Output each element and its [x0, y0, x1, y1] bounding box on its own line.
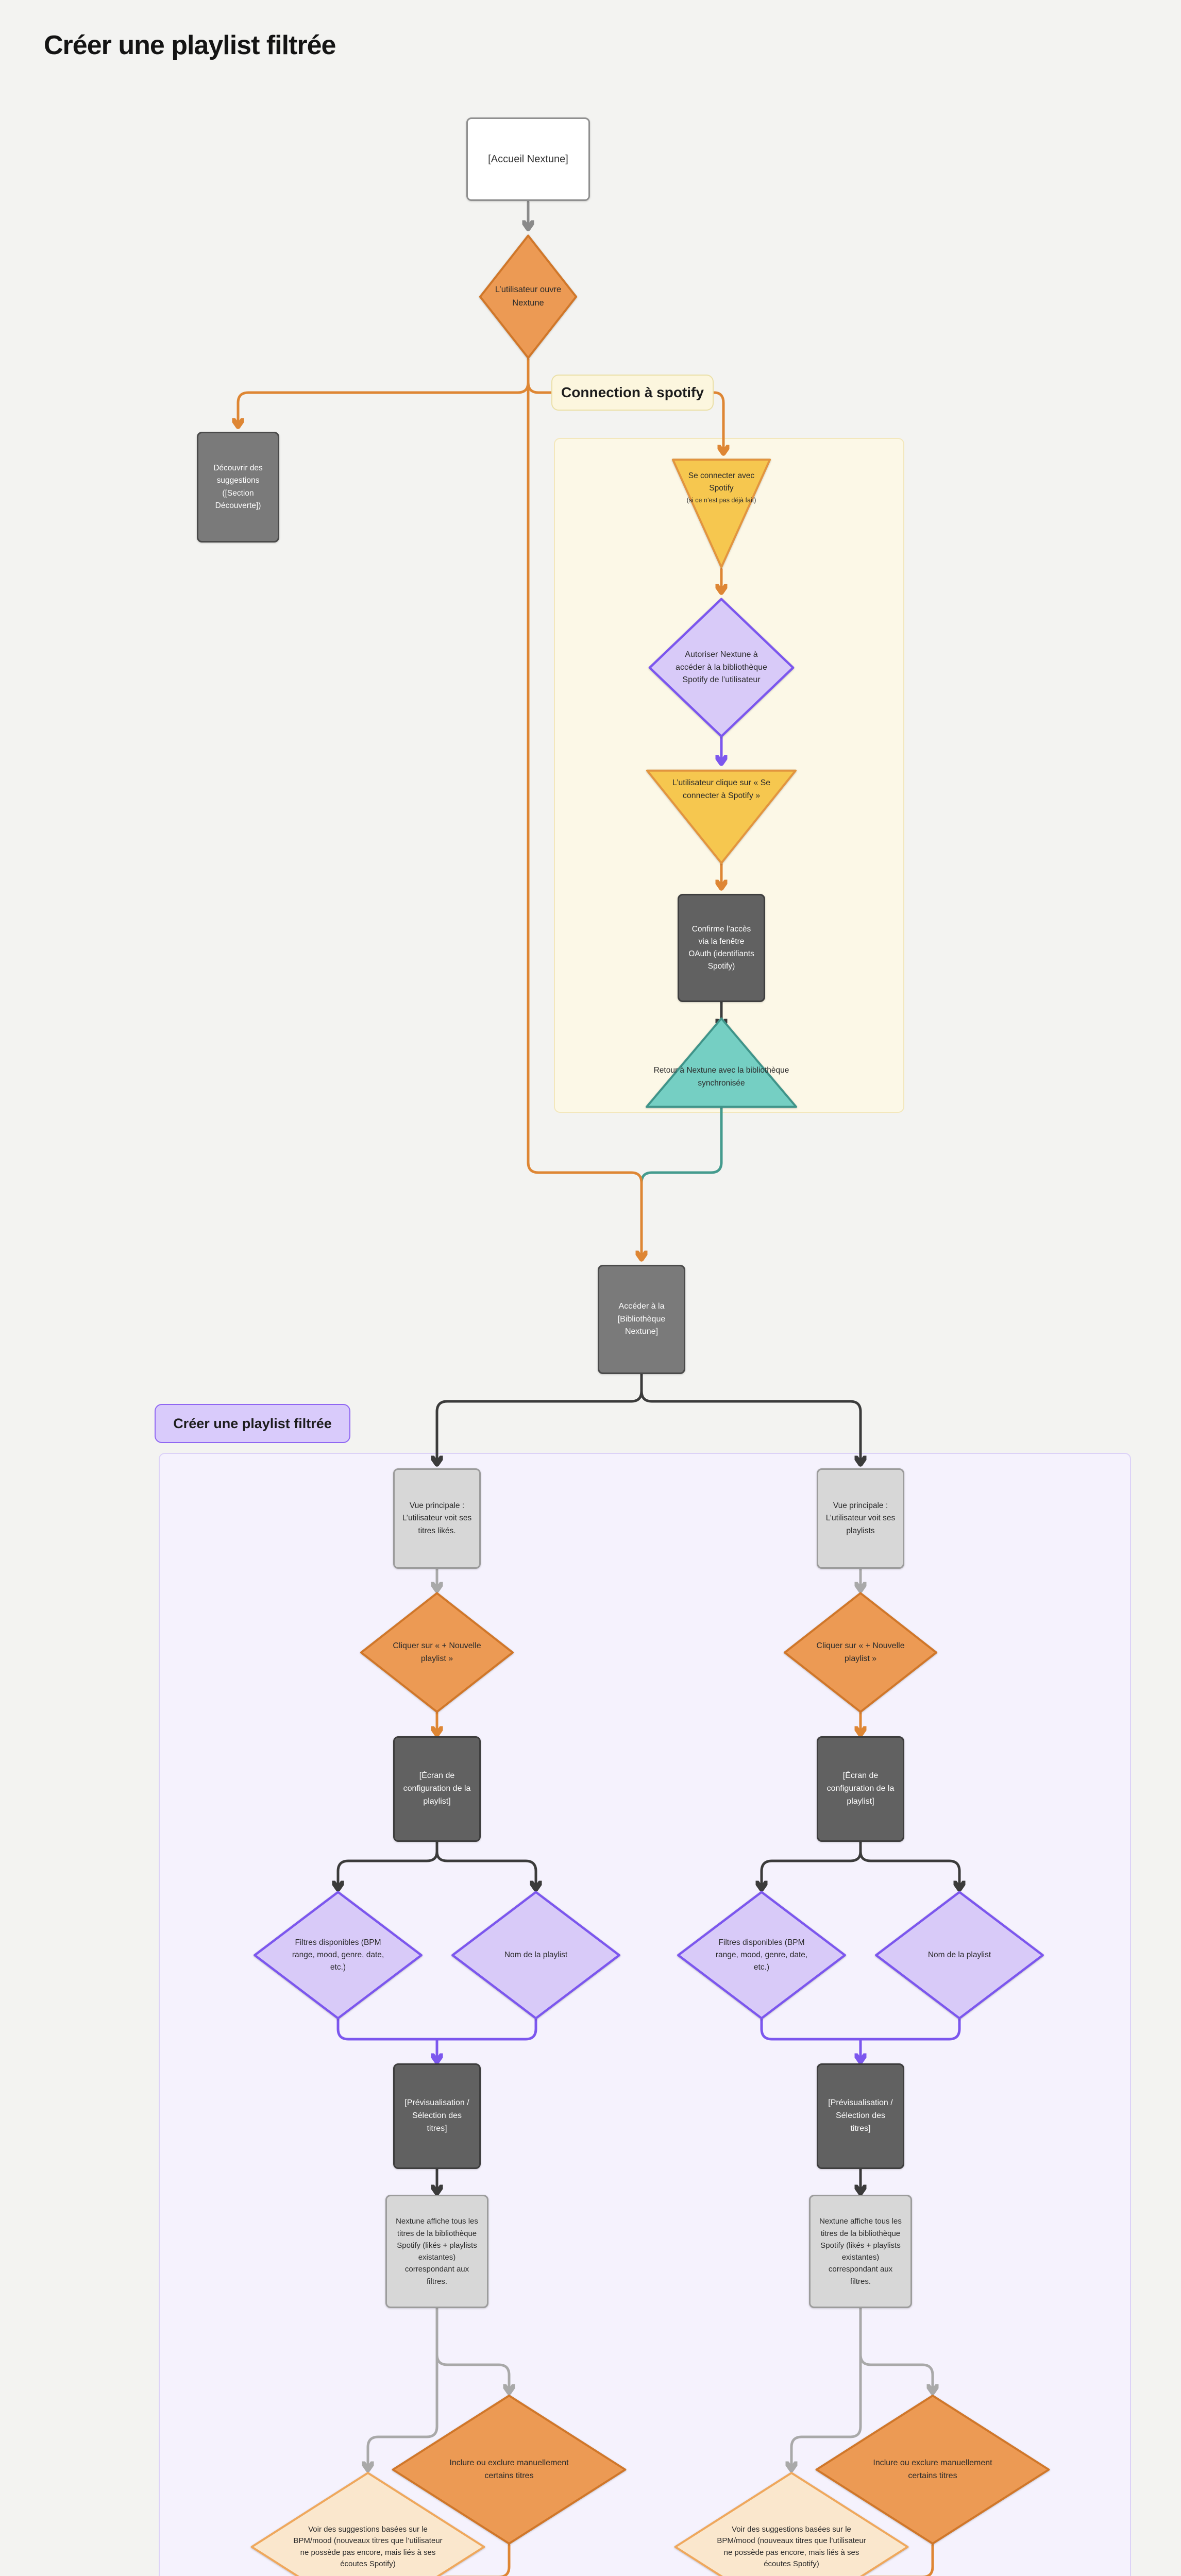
node-authorize-nextune[interactable]: Autoriser Nextune à accéder à la bibliot…: [648, 598, 795, 738]
right-node-filters[interactable]: Filtres disponibles (BPM range, mood, ge…: [677, 1891, 847, 2020]
create-playlist-section-label[interactable]: Créer une playlist filtrée: [155, 1404, 350, 1443]
diamond-shape: [677, 1891, 847, 2020]
diamond-shape: [249, 2471, 486, 2576]
create-playlist-section-container: [159, 1453, 1131, 2576]
left-node-config-screen[interactable]: [Écran de configuration de la playlist]: [393, 1736, 481, 1842]
right-node-shows-all-tracks[interactable]: Nextune affiche tous les titres de la bi…: [809, 2195, 912, 2308]
diamond-shape: [783, 1592, 938, 1713]
right-node-include-exclude[interactable]: Inclure ou exclure manuellement certains…: [814, 2394, 1051, 2545]
right-node-preview-selection[interactable]: [Prévisualisation / Sélection des titres…: [817, 2063, 904, 2169]
left-node-see-suggestions[interactable]: Voir des suggestions basées sur le BPM/m…: [249, 2471, 486, 2576]
node-connect-spotify[interactable]: Se connecter avec Spotify (si ce n’est p…: [671, 457, 772, 568]
node-access-library[interactable]: Accéder à la [Bibliothèque Nextune]: [598, 1265, 685, 1374]
node-click-connect-spotify[interactable]: L’utilisateur clique sur « Se connecter …: [644, 769, 799, 864]
node-return-synced[interactable]: Retour à Nextune avec la bibliothèque sy…: [645, 1018, 798, 1108]
diamond-shape: [814, 2394, 1051, 2545]
diamond-shape: [874, 1891, 1044, 2020]
triangle-shape: [645, 1018, 798, 1108]
left-node-include-exclude[interactable]: Inclure ou exclure manuellement certains…: [391, 2394, 628, 2545]
left-node-shows-all-tracks[interactable]: Nextune affiche tous les titres de la bi…: [385, 2195, 488, 2308]
right-node-see-suggestions[interactable]: Voir des suggestions basées sur le BPM/m…: [673, 2471, 910, 2576]
diamond-shape: [253, 1891, 423, 2020]
funnel-shape: [671, 457, 772, 568]
node-discover-suggestions[interactable]: Découvrir des suggestions ([Section Déco…: [197, 432, 279, 543]
left-node-click-new-playlist[interactable]: Cliquer sur « + Nouvelle playlist »: [360, 1592, 514, 1713]
right-node-config-screen[interactable]: [Écran de configuration de la playlist]: [817, 1736, 904, 1842]
node-accueil-nextune[interactable]: [Accueil Nextune]: [466, 117, 590, 201]
node-user-opens-nextune[interactable]: L’utilisateur ouvre Nextune: [479, 234, 577, 359]
funnel-shape: [644, 769, 799, 864]
diamond-shape: [360, 1592, 514, 1713]
left-node-filters[interactable]: Filtres disponibles (BPM range, mood, ge…: [253, 1891, 423, 2020]
node-oauth-confirm[interactable]: Confirme l’accès via la fenêtre OAuth (i…: [678, 894, 765, 1002]
diamond-shape: [391, 2394, 628, 2545]
spotify-section-label[interactable]: Connection à spotify: [551, 375, 714, 411]
page-title: Créer une playlist filtrée: [44, 30, 336, 60]
right-node-playlist-name[interactable]: Nom de la playlist: [874, 1891, 1044, 2020]
diamond-shape: [648, 598, 795, 738]
left-node-preview-selection[interactable]: [Prévisualisation / Sélection des titres…: [393, 2063, 481, 2169]
right-node-click-new-playlist[interactable]: Cliquer sur « + Nouvelle playlist »: [783, 1592, 938, 1713]
left-node-main-view[interactable]: Vue principale : L’utilisateur voit ses …: [393, 1468, 481, 1569]
diamond-shape: [479, 234, 577, 359]
diamond-shape: [673, 2471, 910, 2576]
right-node-main-view[interactable]: Vue principale : L’utilisateur voit ses …: [817, 1468, 904, 1569]
diamond-shape: [451, 1891, 621, 2020]
left-node-playlist-name[interactable]: Nom de la playlist: [451, 1891, 621, 2020]
